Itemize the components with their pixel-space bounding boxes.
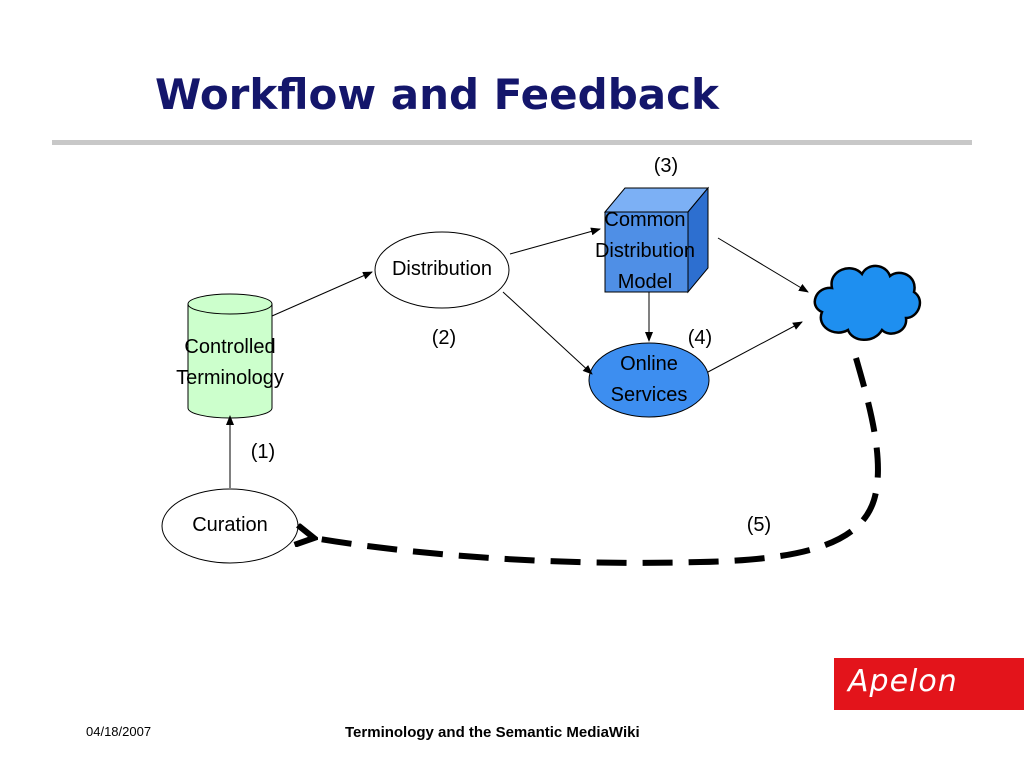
arrow-terminology-to-distribution xyxy=(271,271,373,317)
arrow-model-to-cloud xyxy=(717,237,809,293)
common-model-label: Common Distribution Model xyxy=(570,205,720,298)
distribution-label: Distribution xyxy=(391,258,493,280)
step-2-label: (2) xyxy=(431,327,457,349)
slide-title: Workflow and Feedback xyxy=(155,70,719,119)
common-model-line2: Distribution xyxy=(594,240,696,262)
arrow-distribution-to-services xyxy=(502,291,593,375)
controlled-terminology-line2: Terminology xyxy=(176,367,284,389)
online-services-node xyxy=(588,342,710,418)
arrow-services-to-cloud xyxy=(707,321,803,373)
common-model-line1: Common xyxy=(604,209,686,231)
title-divider xyxy=(52,140,972,145)
controlled-terminology-line1: Controlled xyxy=(184,336,276,358)
logo-text: Apelon xyxy=(848,664,958,699)
step-4-label: (4) xyxy=(687,327,713,349)
step-3-label: (3) xyxy=(653,155,679,177)
common-distribution-model-cube xyxy=(603,186,710,294)
apelon-logo: Apelon xyxy=(834,658,1024,710)
online-services-label: Online Services xyxy=(579,349,719,411)
arrow-distribution-to-model xyxy=(509,227,601,255)
curation-label: Curation xyxy=(192,514,268,536)
step-5-label: (5) xyxy=(746,514,772,536)
step-1-label: (1) xyxy=(250,441,276,463)
common-model-line3: Model xyxy=(617,271,673,293)
cloud-icon xyxy=(813,264,922,341)
controlled-terminology-label: Controlled Terminology xyxy=(150,332,310,394)
distribution-node xyxy=(374,231,510,309)
online-services-line1: Online xyxy=(620,353,678,375)
footer-title: Terminology and the Semantic MediaWiki xyxy=(345,724,640,741)
footer-date: 04/18/2007 xyxy=(86,724,152,739)
online-services-line2: Services xyxy=(610,384,688,406)
